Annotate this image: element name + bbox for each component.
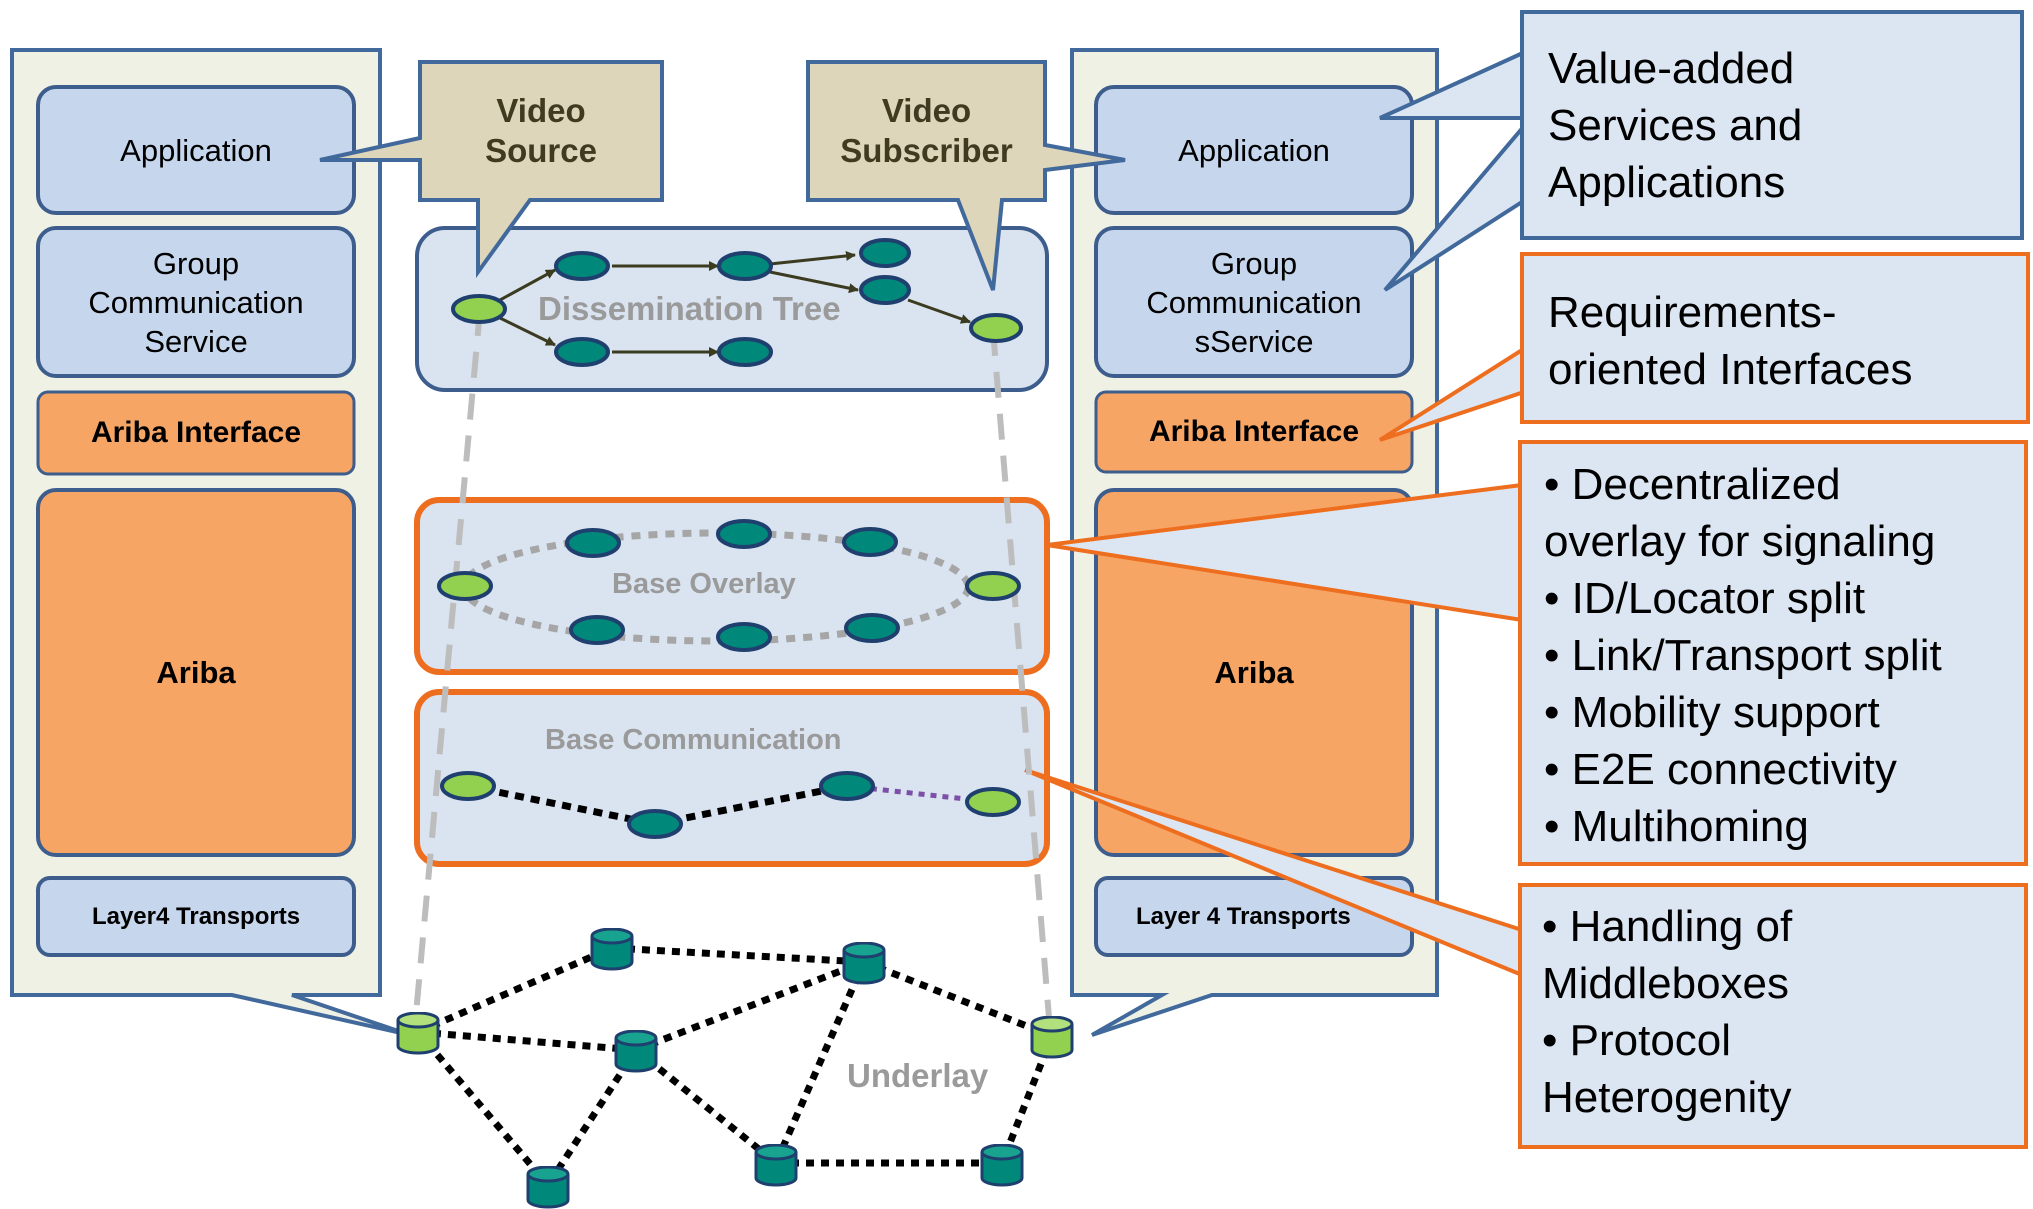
base-communication-box	[414, 689, 1050, 867]
tree-subscriber-node	[969, 313, 1023, 343]
video-source-label: Video Source	[485, 92, 597, 169]
base-communication-nodes	[440, 771, 1021, 839]
value-added-callout-box	[1520, 10, 2024, 240]
middlebox-features-callout-box	[1518, 883, 2028, 1149]
video-source-callout-shape	[319, 60, 664, 279]
source-mapping-line	[412, 309, 483, 1026]
left-group-service-box	[36, 226, 356, 378]
overlay-features-callout-box	[1518, 440, 2028, 866]
overlay-nodes	[437, 519, 1021, 652]
overlay-features-callout-text: • Decentralized overlay for signaling • …	[1544, 460, 1942, 851]
right-ariba-interface-label: Ariba Interface	[1148, 415, 1360, 448]
dissemination-tree-nodes	[451, 238, 1023, 367]
right-application-label: Application	[1178, 132, 1330, 168]
video-subscriber-callout-shape	[806, 60, 1126, 291]
left-ariba-interface-box	[36, 390, 356, 476]
left-transport-label: Layer4 Transports	[91, 902, 301, 930]
requirements-pointer	[1378, 343, 1532, 442]
requirements-callout-text: Requirements- oriented Interfaces	[1548, 288, 1913, 394]
left-application-box	[36, 85, 356, 215]
left-group-service-label: Group Communication Service	[88, 245, 304, 359]
right-ariba-label: Ariba	[1214, 654, 1294, 690]
right-group-service-box	[1094, 226, 1414, 378]
value-added-pointer-2	[1383, 123, 1527, 292]
base-overlay-title: Base Overlay	[612, 567, 796, 600]
left-ariba-label: Ariba	[156, 654, 236, 690]
dissemination-tree-title: Dissemination Tree	[538, 290, 841, 327]
subscriber-mapping-line	[990, 329, 1053, 1031]
underlay-title: Underlay	[847, 1057, 989, 1094]
middlebox-features-callout-text: • Handling of Middleboxes • Protocol Het…	[1542, 902, 1793, 1122]
left-ariba-interface-label: Ariba Interface	[90, 416, 302, 449]
tree-source-node	[451, 294, 507, 324]
right-transport-label: Layer 4 Transports	[1136, 902, 1351, 930]
middlebox-features-pointer	[1024, 768, 1523, 977]
right-group-service-label: Group Communication sService	[1146, 245, 1362, 359]
dissemination-tree-edges	[499, 250, 971, 357]
value-added-pointer	[1379, 50, 1526, 120]
right-application-box	[1094, 85, 1414, 215]
base-communication-title: Base Communication	[545, 723, 842, 756]
left-transport-box	[36, 876, 356, 957]
requirements-callout-box	[1520, 252, 2030, 424]
video-subscriber-label: Video Subscriber	[840, 92, 1013, 169]
value-added-callout-text: Value-added Services and Applications	[1548, 44, 1803, 207]
left-ariba-box	[36, 488, 356, 857]
right-ariba-interface-box	[1094, 390, 1414, 474]
left-application-label: Application	[120, 132, 272, 168]
overlay-features-pointer	[1046, 483, 1523, 622]
